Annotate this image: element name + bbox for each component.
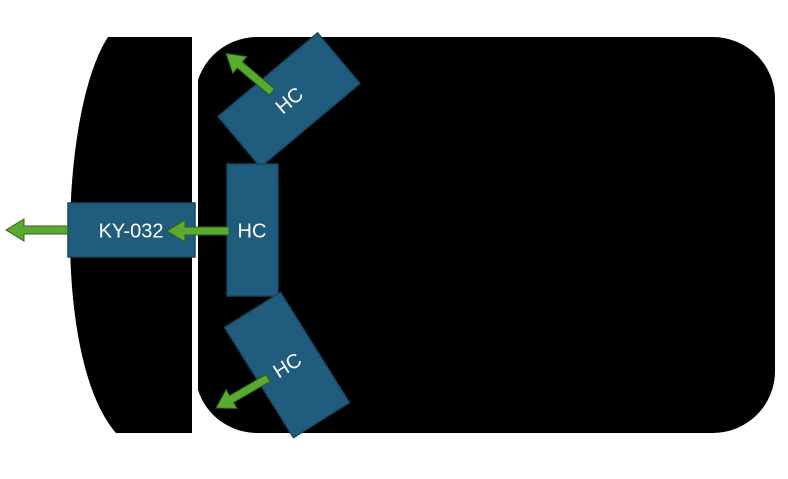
arrow-left-shape [5, 218, 69, 242]
arrow-bottom [215, 373, 271, 410]
arrow-middle-shape [166, 219, 230, 243]
arrow-bottom-shape [215, 373, 271, 410]
hc-sensor-middle-box [226, 163, 279, 297]
arrow-top-shape [225, 52, 276, 96]
arrow-middle [166, 219, 230, 243]
arrow-left [5, 218, 69, 242]
hc-sensor-middle: HC [226, 163, 279, 297]
hc-sensor-top-box [216, 31, 362, 169]
arrow-top [225, 52, 276, 96]
ky032-sensor-label: KY-032 [99, 220, 164, 242]
chassis-body [195, 37, 775, 433]
hc-sensor-middle-label: HC [238, 220, 267, 242]
hc-sensor-top: HC [216, 31, 362, 169]
